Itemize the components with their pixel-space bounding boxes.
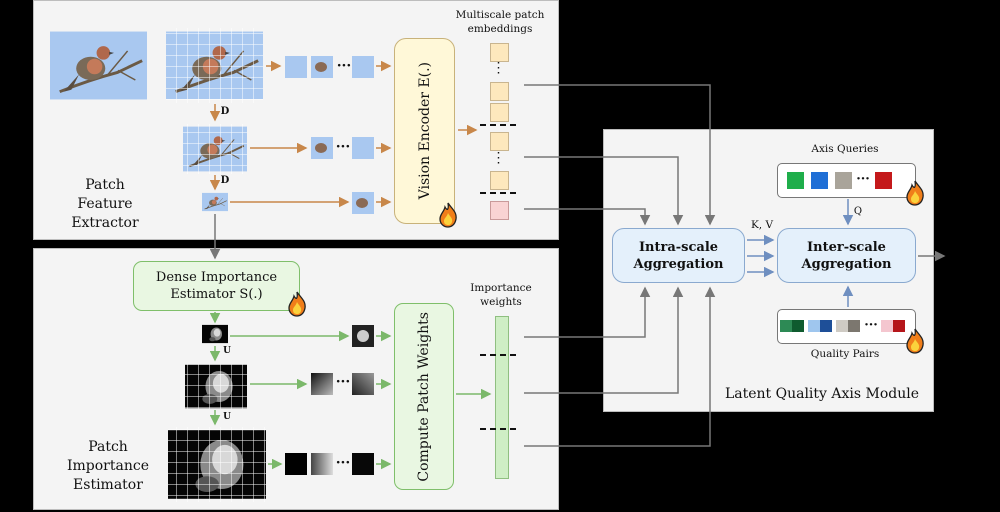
importance-crop	[352, 373, 374, 395]
quality-pair-token	[893, 320, 905, 332]
kv-label: K, V	[750, 219, 774, 231]
importance-crop	[285, 453, 307, 475]
patch-feature-extractor-title: Patch Feature Extractor	[71, 177, 139, 231]
upsample-label: U	[223, 412, 231, 422]
inter-scale-aggregation-box: Inter-scale Aggregation	[777, 228, 916, 283]
quality-pair-token	[848, 320, 860, 332]
quality-pair-token	[808, 320, 820, 332]
quality-pair-token	[792, 320, 804, 332]
pair-dots: ···	[864, 318, 878, 333]
embedding-token	[490, 82, 509, 101]
downsample-label: D	[220, 175, 230, 186]
q-label: Q	[853, 206, 863, 217]
axis-query-token	[811, 172, 828, 189]
axis-query-token	[835, 172, 852, 189]
importance-crop	[311, 373, 333, 395]
vertical-dots: ⋮	[491, 150, 506, 166]
patch-dots: ···	[336, 58, 352, 74]
embedding-token	[490, 43, 509, 62]
patch-dots: ···	[335, 374, 351, 390]
embedding-token	[490, 132, 509, 151]
upsample-label: U	[223, 346, 231, 356]
patch-crop	[352, 192, 374, 214]
axis-query-token	[787, 172, 804, 189]
importance-crop	[311, 453, 333, 475]
quality-pair-token	[881, 320, 893, 332]
patch-crop	[311, 137, 333, 159]
patch-crop	[352, 56, 374, 78]
patch-importance-estimator-title: Patch Importance Estimator	[66, 439, 149, 493]
embedding-token	[490, 103, 509, 122]
importance-crop	[352, 453, 374, 475]
patch-dots: ···	[335, 455, 351, 471]
quality-pair-token	[836, 320, 848, 332]
importance-weights-bar	[495, 316, 509, 479]
multiscale-embeddings-label: Multiscale patch embeddings	[455, 9, 545, 35]
quality-pair-token	[780, 320, 792, 332]
vertical-dots: ⋮	[491, 60, 506, 76]
compute-patch-weights-box: Compute Patch Weights	[394, 303, 454, 490]
vision-encoder-box: Vision Encoder E(.)	[394, 38, 455, 224]
embedding-token	[490, 201, 509, 220]
quality-pair-token	[820, 320, 832, 332]
intra-scale-aggregation-box: Intra-scale Aggregation	[612, 228, 745, 283]
axis-queries-label: Axis Queries	[811, 143, 879, 155]
quality-pairs-label: Quality Pairs	[810, 348, 880, 360]
downsample-label: D	[220, 106, 230, 117]
embedding-token	[490, 171, 509, 190]
importance-weights-label: Importance weights	[470, 282, 532, 308]
patch-crop	[311, 56, 333, 78]
dense-importance-estimator-box: Dense Importance Estimator S(.)	[133, 261, 300, 311]
query-dots: ···	[856, 172, 870, 187]
patch-crop	[285, 56, 307, 78]
axis-query-token	[875, 172, 892, 189]
patch-dots: ···	[335, 139, 351, 155]
latent-quality-axis-title: Latent Quality Axis Module	[724, 386, 920, 402]
patch-crop	[352, 137, 374, 159]
importance-crop	[352, 325, 374, 347]
